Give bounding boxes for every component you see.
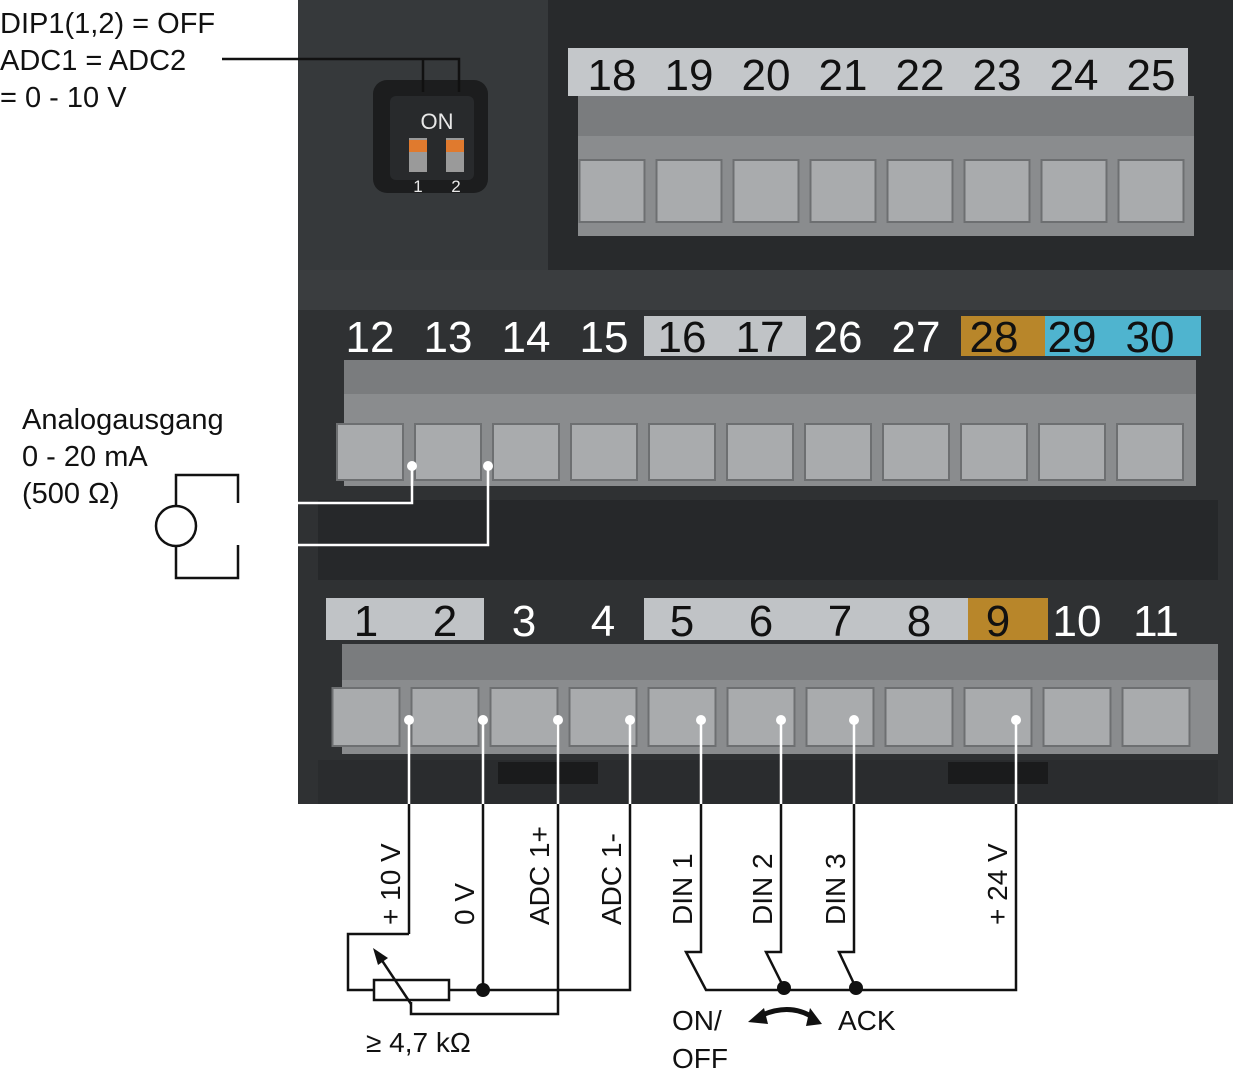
terminal-socket-25[interactable]	[1117, 159, 1185, 223]
terminal-number-18: 18	[588, 51, 637, 100]
terminal-number-26: 26	[814, 313, 863, 362]
label-0v: 0 V	[449, 883, 480, 925]
terminal-dots	[404, 715, 1021, 725]
terminal-socket-9[interactable]	[963, 687, 1033, 747]
terminal-block-bottom: 1 2 3 4 5 6 7 8 9 10 11	[326, 597, 1218, 754]
terminal-number-27: 27	[892, 313, 941, 362]
label-din3: DIN 3	[820, 853, 851, 925]
analog-note-line-1: Analogausgang	[22, 404, 224, 436]
dip-leader-line	[222, 57, 461, 92]
terminal-socket-2[interactable]	[410, 687, 480, 747]
analog-note-line-2: 0 - 20 mA	[22, 441, 148, 473]
terminal-socket-17[interactable]	[726, 423, 794, 481]
terminal-socket-1[interactable]	[331, 687, 401, 747]
on-off-label-line-2: OFF	[672, 1043, 728, 1074]
label-adc1-plus: ADC 1+	[524, 826, 555, 925]
terminal-number-22: 22	[896, 51, 945, 100]
analog-note-line-3: (500 Ω)	[22, 478, 120, 510]
terminal-socket-7[interactable]	[805, 687, 875, 747]
terminal-socket-14[interactable]	[492, 423, 560, 481]
terminal-socket-8[interactable]	[884, 687, 954, 747]
terminal-number-19: 19	[665, 51, 714, 100]
terminal-socket-26[interactable]	[804, 423, 872, 481]
terminal-number-16: 16	[658, 313, 707, 362]
dip-note-line-2: ADC1 = ADC2	[0, 45, 187, 77]
terminal-number-2: 2	[433, 597, 457, 646]
terminal-socket-18[interactable]	[578, 159, 646, 223]
terminal-socket-3[interactable]	[489, 687, 559, 747]
dip-note-line-3: = 0 - 10 V	[0, 82, 127, 114]
terminal-socket-10[interactable]	[1042, 687, 1112, 747]
terminal-number-6: 6	[749, 597, 773, 646]
terminal-number-17: 17	[736, 313, 785, 362]
terminal-number-1: 1	[354, 597, 378, 646]
terminal-socket-20[interactable]	[732, 159, 800, 223]
dip-switch[interactable]: ON 1 2	[373, 80, 488, 196]
terminal-block-middle: 12 13 14 15 16 17 26 27 28 29 30	[336, 313, 1201, 486]
terminal-number-30: 30	[1126, 313, 1175, 362]
wire-labels: + 10 V 0 V ADC 1+ ADC 1- DIN 1 DIN 2 DIN…	[375, 826, 1013, 925]
potentiometer-label: ≥ 4,7 kΩ	[366, 1027, 471, 1058]
on-off-label-line-1: ON/	[672, 1005, 722, 1036]
terminal-socket-24[interactable]	[1040, 159, 1108, 223]
terminal-socket-22[interactable]	[886, 159, 954, 223]
terminal-socket-29[interactable]	[1038, 423, 1106, 481]
dip-on-label: ON	[421, 109, 454, 134]
terminal-socket-12[interactable]	[336, 423, 404, 481]
terminal-number-9: 9	[986, 597, 1010, 646]
curved-double-arrow	[748, 1007, 822, 1026]
terminal-number-3: 3	[512, 597, 536, 646]
terminal-socket-19[interactable]	[655, 159, 723, 223]
terminal-number-20: 20	[742, 51, 791, 100]
terminal-socket-27[interactable]	[882, 423, 950, 481]
terminal-socket-11[interactable]	[1121, 687, 1191, 747]
terminal-number-25: 25	[1127, 51, 1176, 100]
terminal-number-21: 21	[819, 51, 868, 100]
terminal-number-4: 4	[591, 597, 615, 646]
dip-switch-1-label: 1	[413, 177, 422, 196]
terminal-socket-13[interactable]	[414, 423, 482, 481]
analog-output-load	[238, 468, 490, 547]
terminal-number-14: 14	[502, 313, 551, 362]
potentiometer-symbol	[372, 948, 451, 1005]
terminal-number-28: 28	[970, 313, 1019, 362]
label-din2: DIN 2	[747, 853, 778, 925]
terminal-number-29: 29	[1048, 313, 1097, 362]
label-din1: DIN 1	[667, 853, 698, 925]
label-adc1-minus: ADC 1-	[596, 833, 627, 925]
terminal-socket-5[interactable]	[647, 687, 717, 747]
terminal-number-5: 5	[670, 597, 694, 646]
junction-dots	[476, 981, 863, 997]
ack-label: ACK	[838, 1005, 896, 1036]
terminal-number-8: 8	[907, 597, 931, 646]
terminal-number-10: 10	[1053, 597, 1102, 646]
terminal-socket-15[interactable]	[570, 423, 638, 481]
terminal-socket-30[interactable]	[1116, 423, 1184, 481]
terminal-socket-28[interactable]	[960, 423, 1028, 481]
terminal-block-top: 18 19 20 21 22 23 24 25	[568, 48, 1194, 236]
terminal-socket-23[interactable]	[963, 159, 1031, 223]
dip-note-line-1: DIP1(1,2) = OFF	[0, 8, 216, 40]
terminal-socket-21[interactable]	[809, 159, 877, 223]
terminal-number-7: 7	[828, 597, 852, 646]
label-plus-24v: + 24 V	[982, 843, 1013, 925]
terminal-number-13: 13	[424, 313, 473, 362]
terminal-socket-16[interactable]	[648, 423, 716, 481]
analog-output-note: Analogausgang 0 - 20 mA (500 Ω)	[22, 402, 224, 513]
terminal-number-11: 11	[1133, 597, 1179, 646]
terminal-number-15: 15	[580, 313, 629, 362]
terminal-number-23: 23	[973, 51, 1022, 100]
terminal-number-12: 12	[346, 313, 395, 362]
terminal-number-24: 24	[1050, 51, 1099, 100]
terminal-socket-4[interactable]	[568, 687, 638, 747]
ammeter-symbol	[154, 473, 240, 580]
dip-setting-note: DIP1(1,2) = OFF ADC1 = ADC2 = 0 - 10 V	[0, 6, 215, 117]
dip-switch-2-label: 2	[451, 177, 460, 196]
label-plus-10v: + 10 V	[375, 843, 406, 925]
